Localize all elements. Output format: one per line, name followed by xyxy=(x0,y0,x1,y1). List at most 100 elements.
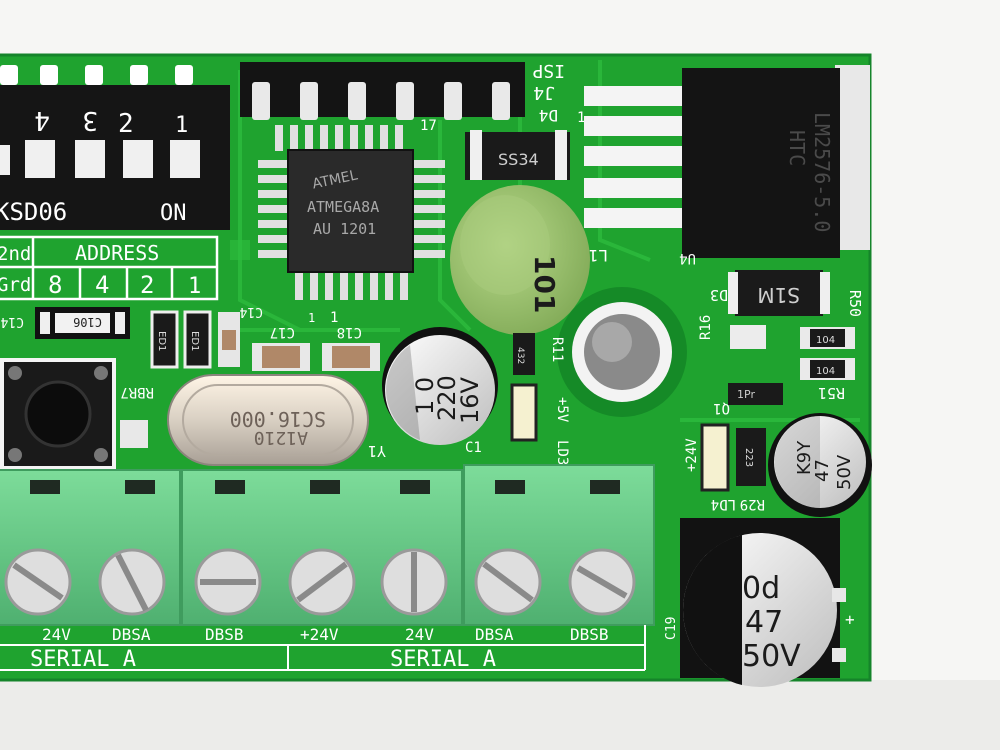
d4-label: D4 xyxy=(539,106,558,125)
terminal-label-4: +24V xyxy=(300,625,339,644)
regulator-line2: HTC xyxy=(785,130,809,166)
address-bit-1: 1 xyxy=(188,274,201,299)
c19-line1: 0d xyxy=(742,571,780,606)
isp-header-pins xyxy=(252,82,510,120)
rbr7-label: RBR7 xyxy=(120,384,154,400)
capacitor-c15 xyxy=(385,335,495,445)
mcu-chip xyxy=(287,149,414,273)
c106-marking: C106 xyxy=(73,315,102,329)
plus5v-label: +5V xyxy=(554,397,570,423)
dip-switch-levers[interactable] xyxy=(0,140,200,178)
resistor-r29 xyxy=(736,428,766,486)
j4-label: J4 xyxy=(533,82,555,103)
c19-line3: 50V xyxy=(742,639,801,674)
r51-label: R51 xyxy=(818,384,845,402)
y1-label: Y1 xyxy=(368,442,386,460)
resistor-r11 xyxy=(513,333,535,375)
c19-label: C19 xyxy=(664,617,679,640)
crystal-y1 xyxy=(167,374,369,466)
r11-label: R11 xyxy=(549,337,565,362)
reset-button[interactable] xyxy=(24,380,92,448)
mcu-chip-pads xyxy=(258,125,445,300)
dip-switch-number-2: 2 xyxy=(118,109,134,139)
address-bit-8: 8 xyxy=(48,271,62,299)
regulator-leads xyxy=(584,86,684,228)
address-table-title: ADDRESS xyxy=(75,241,159,265)
capacitor-c16 xyxy=(774,416,866,508)
mcu-lot: AU 1201 xyxy=(313,220,376,238)
inductor-label: L1 xyxy=(589,246,608,265)
q1-marking: 1Pr xyxy=(737,388,755,401)
c16-line1: K9Y xyxy=(794,440,815,475)
resistor-104a-marking: 104 xyxy=(816,335,835,346)
component-ed1b xyxy=(183,310,212,369)
led-ld4 xyxy=(700,423,730,492)
mcu-part: ATMEGA8A xyxy=(307,198,379,216)
address-bit-2: 2 xyxy=(140,271,154,299)
ld3-label: LD3 xyxy=(554,440,570,465)
terminal-label-1: 24V xyxy=(42,625,71,644)
address-table xyxy=(0,235,219,301)
serial-label-lines xyxy=(0,625,646,671)
dip-switch-brand: KSD06 xyxy=(0,198,67,226)
plus24v-label: +24V xyxy=(684,438,700,472)
c16-line3: 50V xyxy=(834,454,855,490)
ed1b-marking: ED1 xyxy=(189,331,200,351)
dip-switch-number-1: 1 xyxy=(175,113,188,138)
isp-label: ISP xyxy=(532,60,565,81)
transistor-q1 xyxy=(728,383,783,405)
c18-label: C18 xyxy=(337,324,362,340)
address-bit-4: 4 xyxy=(95,271,109,299)
d3-label: D3 xyxy=(710,286,728,304)
ed1a-marking: ED1 xyxy=(156,331,167,351)
mcu-pin1-label: 1 xyxy=(330,310,338,326)
r29-label: R29 xyxy=(740,496,765,512)
regulator-label-u: U4 xyxy=(679,250,696,266)
terminal-screws[interactable] xyxy=(4,548,636,616)
c15-line1: 1 0 xyxy=(411,377,439,415)
regulator-line1: LM2576-5.0 xyxy=(810,112,834,232)
crystal-line2: A1210 xyxy=(254,427,308,448)
serial-label-2: SERIAL A xyxy=(390,647,496,672)
diode-d3 xyxy=(735,270,823,316)
r432-marking: 432 xyxy=(515,347,525,364)
address-table-left-top: 2nd xyxy=(0,243,31,265)
pin1-label: 1 xyxy=(308,311,315,325)
c1-label: C1 xyxy=(465,440,482,456)
reset-button-housing[interactable] xyxy=(0,358,116,470)
isp-header[interactable] xyxy=(240,62,525,117)
ld4-label: LD4 xyxy=(711,496,736,512)
terminal-label-6: DBSA xyxy=(475,625,514,644)
resistor-104b-marking: 104 xyxy=(816,366,835,377)
crystal-line1: SC16.000 xyxy=(230,407,326,431)
terminal-label-5: 24V xyxy=(405,625,434,644)
c15-line2: 220 xyxy=(433,375,461,421)
inductor-marking: 101 xyxy=(528,255,561,313)
dip-switch-number-4: 4 xyxy=(34,105,50,135)
q1-label: Q1 xyxy=(713,400,730,416)
c15-line3: 16V xyxy=(456,376,484,424)
diode-d4 xyxy=(465,132,570,180)
diode-d4-marking: SS34 xyxy=(498,150,539,169)
dip-switch-pins xyxy=(0,65,193,85)
c17-label: C17 xyxy=(270,324,295,340)
c16-line2: 47 xyxy=(812,459,833,482)
led-ld3 xyxy=(510,383,538,442)
c19-plus: + xyxy=(845,610,855,629)
r50-label: R50 xyxy=(846,290,864,317)
d4-pin-label: 1 xyxy=(577,110,585,126)
terminal-label-3: DBSB xyxy=(205,625,244,644)
mcu-pin-label: 17 xyxy=(420,118,437,134)
r16-label: R16 xyxy=(698,315,714,340)
dip-switch-number-3: 3 xyxy=(82,105,98,135)
component-ed1a xyxy=(150,310,179,369)
address-table-left-bottom: Grd xyxy=(0,274,31,296)
terminal-label-2: DBSA xyxy=(112,625,151,644)
c19-line2: 47 xyxy=(745,605,783,640)
c14-label: C14 xyxy=(239,304,263,319)
c14b-label: C14 xyxy=(0,314,24,329)
voltage-regulator xyxy=(682,68,840,258)
terminal-label-7: DBSB xyxy=(570,625,609,644)
